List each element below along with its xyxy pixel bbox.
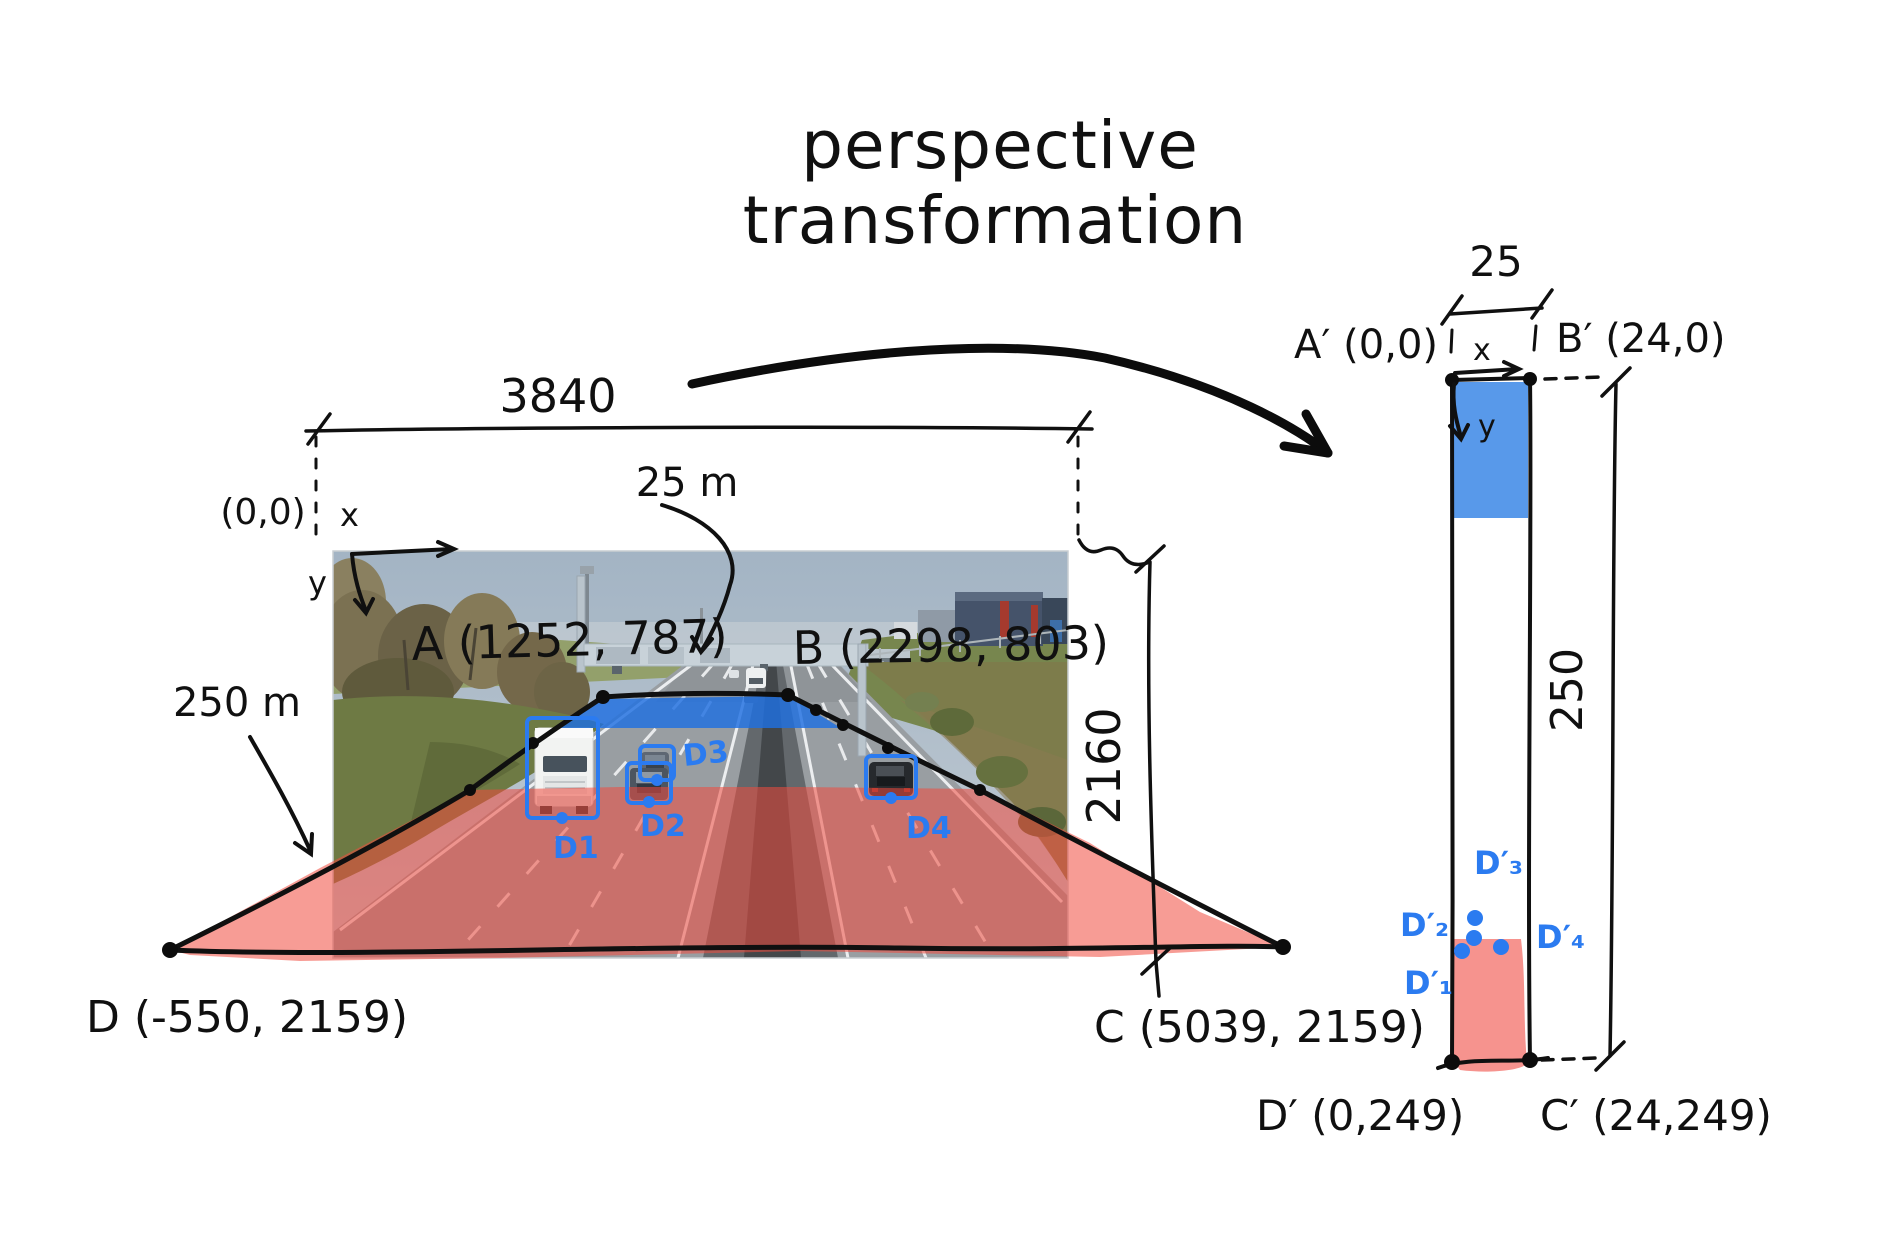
band-distance-label: 25 m — [636, 460, 739, 506]
measured-region-overlay — [170, 787, 1283, 961]
photo-frame — [332, 550, 1069, 959]
sign-gantry — [576, 575, 869, 757]
target-y-axis-label: y — [1478, 409, 1496, 444]
target-measured-region — [1454, 939, 1527, 1072]
title-line-1: perspective — [801, 107, 1199, 184]
corner-a-label: A (1252, 787) — [411, 609, 728, 671]
corner-b-label: B (2298, 803) — [792, 615, 1109, 675]
right-embankment — [858, 662, 1068, 882]
target-dimension-labels: 25 250 x y A′ (0,0) B′ (24,0) D′ (0,249)… — [1256, 237, 1772, 1140]
label-d4: D4 — [906, 811, 952, 846]
label-d2: D2 — [640, 809, 686, 844]
source-dimension-labels: 3840 2160 (0,0) x y 25 m 250 m A (1252, … — [86, 369, 1425, 1053]
trees-left — [333, 558, 590, 726]
target-band-25m — [1454, 382, 1528, 518]
region-length-label: 250 m — [173, 680, 301, 726]
left-embankment-shade — [410, 742, 520, 826]
target-height-label: 250 — [1542, 648, 1593, 732]
source-quadrilateral-points — [162, 688, 1291, 958]
target-corner-a-label: A′ (0,0) — [1294, 322, 1438, 368]
corner-c-label: C (5039, 2159) — [1094, 1002, 1425, 1053]
label-d1: D1 — [553, 831, 599, 866]
label-d2-prime: D′₂ — [1400, 906, 1449, 944]
label-d3: D3 — [681, 734, 730, 774]
source-dimensions — [248, 410, 1172, 998]
transformation-arrow — [687, 343, 1333, 458]
antenna-head — [580, 566, 594, 574]
target-corner-d-label: D′ (0,249) — [1256, 1091, 1464, 1140]
target-strip-outline — [1436, 376, 1550, 1070]
target-detection-points — [1454, 910, 1509, 959]
target-x-axis-label: x — [1473, 333, 1491, 368]
title-line-2: transformation — [743, 182, 1247, 259]
label-d1-prime: D′₁ — [1404, 964, 1453, 1002]
fence-right — [861, 629, 1068, 660]
target-detection-labels: D′₃ D′₂ D′₄ D′₁ — [1400, 844, 1585, 1002]
source-origin-label: (0,0) — [220, 492, 305, 533]
source-width-label: 3840 — [499, 369, 616, 423]
target-corner-points — [1444, 372, 1538, 1070]
detection-labels: D1 D2 D3 D4 — [553, 734, 952, 866]
label-d4-prime: D′₄ — [1536, 918, 1585, 956]
title: perspective transformation — [743, 107, 1247, 259]
pole — [700, 608, 703, 652]
source-height-label: 2160 — [1077, 707, 1131, 824]
source-x-axis-label: x — [340, 496, 359, 534]
detection-reference-dots — [556, 774, 897, 824]
target-corner-c-label: C′ (24,249) — [1540, 1091, 1772, 1140]
band-25m-overlay — [556, 696, 841, 728]
target-dimensions — [1440, 288, 1632, 1072]
source-quadrilateral — [167, 690, 1286, 956]
target-width-label: 25 — [1469, 237, 1522, 286]
target-corner-b-label: B′ (24,0) — [1556, 316, 1726, 362]
antenna-mast — [585, 566, 589, 648]
source-y-axis-label: y — [308, 564, 327, 602]
corner-d-label: D (-550, 2159) — [86, 992, 408, 1043]
right-embankment-dry — [900, 700, 1068, 880]
label-d3-prime: D′₃ — [1474, 844, 1523, 882]
